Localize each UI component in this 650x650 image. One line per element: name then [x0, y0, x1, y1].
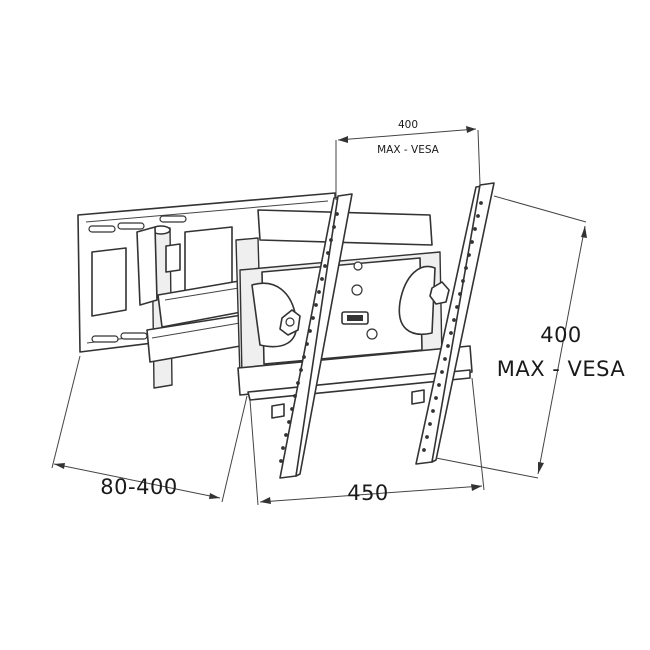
tilt-head — [237, 209, 473, 401]
top-vesa-value: 400 — [398, 119, 418, 131]
top-vesa-label: MAX - VESA — [377, 144, 440, 156]
dimension-top-vesa: 400 MAX - VESA — [335, 119, 481, 200]
dimension-width: 450 — [249, 377, 485, 506]
dimension-right-vesa: 400 MAX - VESA — [435, 195, 626, 479]
left-tv-bracket — [271, 193, 353, 479]
right-vesa-label: MAX - VESA — [497, 357, 626, 381]
dimension-extension: 80-400 — [51, 355, 248, 503]
right-tv-bracket — [411, 182, 495, 465]
width-value: 450 — [347, 481, 389, 505]
right-vesa-value: 400 — [540, 323, 582, 347]
right-bracket-holes — [422, 201, 483, 452]
left-bracket-holes — [279, 212, 339, 463]
extension-range: 80-400 — [100, 475, 177, 499]
